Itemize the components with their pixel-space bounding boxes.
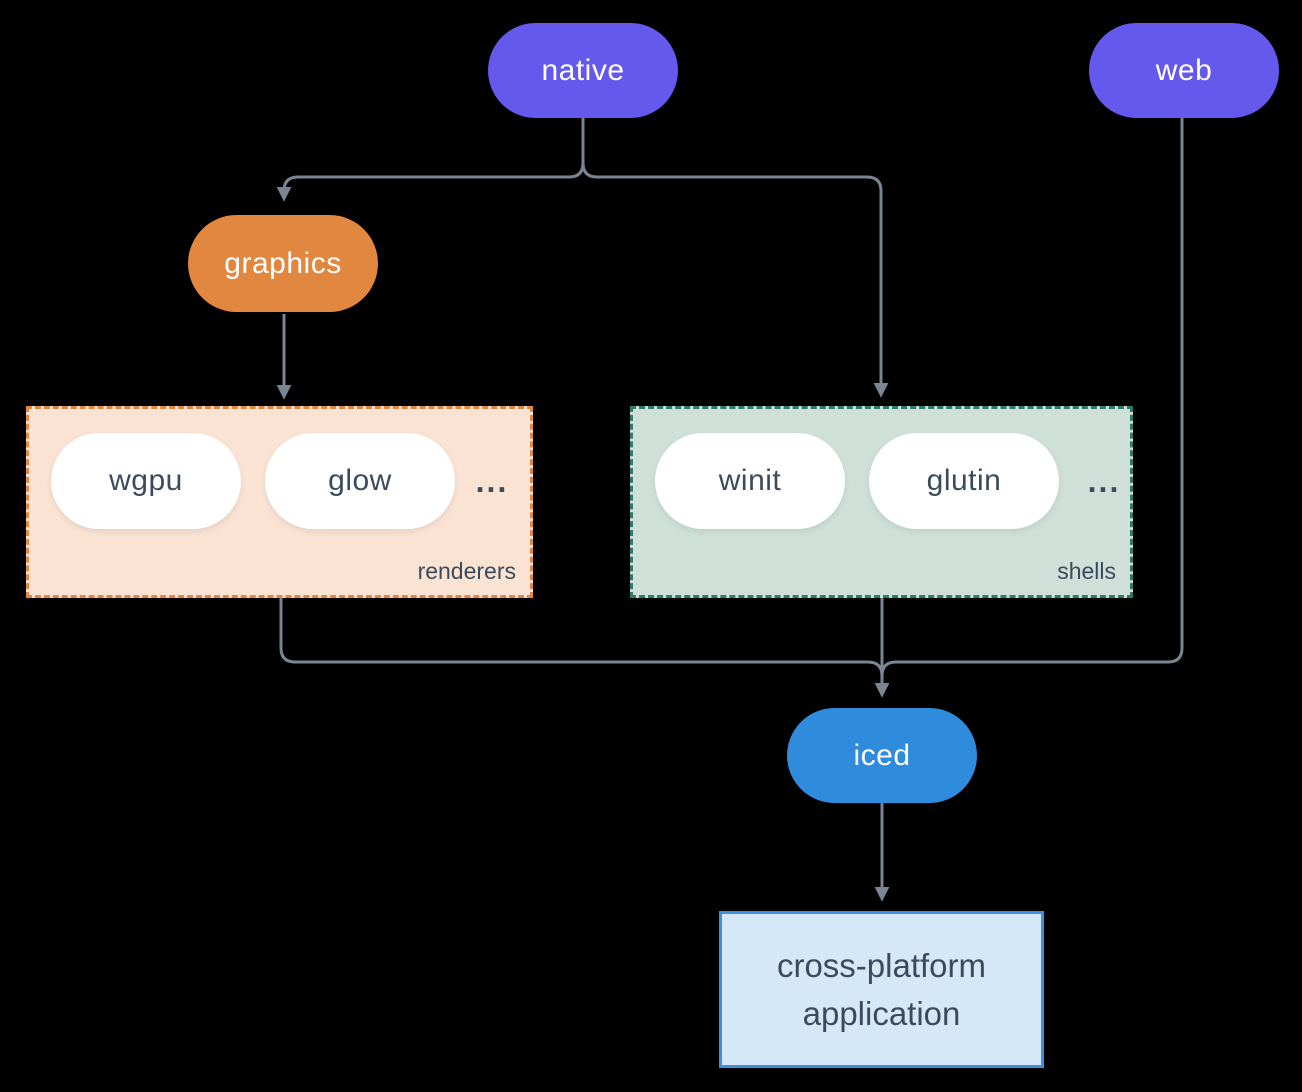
edge-renderers-to-iced bbox=[279, 598, 890, 698]
edge-native-to-graphics bbox=[276, 118, 585, 202]
node-wgpu-label: wgpu bbox=[109, 464, 183, 497]
group-label-renderers: renderers bbox=[417, 558, 516, 584]
group-renderers: wgpu glow ... renderers bbox=[26, 406, 533, 598]
node-glutin: glutin bbox=[869, 433, 1059, 529]
node-graphics: graphics bbox=[188, 215, 378, 312]
edge-native-to-shells bbox=[581, 118, 889, 398]
node-wgpu: wgpu bbox=[51, 433, 241, 529]
node-winit-label: winit bbox=[718, 464, 782, 497]
node-winit: winit bbox=[655, 433, 845, 529]
node-graphics-label: graphics bbox=[224, 246, 342, 280]
node-iced-label: iced bbox=[853, 738, 911, 772]
group-shells: winit glutin ... shells bbox=[630, 406, 1133, 598]
node-native-label: native bbox=[541, 53, 625, 87]
node-glow: glow bbox=[265, 433, 455, 529]
node-iced: iced bbox=[787, 708, 977, 803]
node-cross-platform-application: cross-platform application bbox=[719, 911, 1044, 1068]
group-label-shells: shells bbox=[1057, 558, 1116, 584]
node-cross-platform-application-label: cross-platform application bbox=[776, 946, 987, 1032]
renderers-ellipsis: ... bbox=[475, 462, 509, 499]
shells-ellipsis: ... bbox=[1087, 462, 1121, 499]
node-native: native bbox=[488, 23, 678, 118]
node-web-label: web bbox=[1155, 53, 1213, 87]
node-glow-label: glow bbox=[328, 464, 392, 497]
node-web: web bbox=[1089, 23, 1279, 118]
node-glutin-label: glutin bbox=[926, 464, 1002, 497]
